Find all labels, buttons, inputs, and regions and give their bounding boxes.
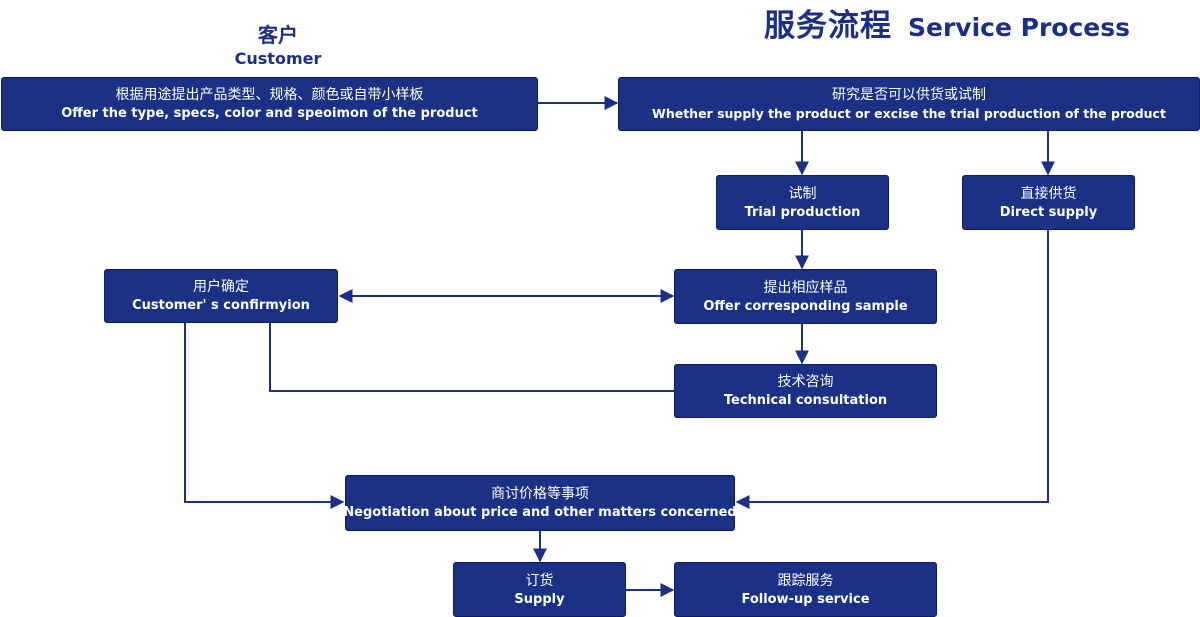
line-consult-to-confirm bbox=[269, 323, 675, 392]
customer-heading-en: Customer bbox=[234, 49, 322, 68]
node-consult-cn: 技术咨询 bbox=[777, 374, 834, 390]
node-sample-en: Offer corresponding sample bbox=[703, 298, 908, 314]
node-consult: 技术咨询 Technical consultation bbox=[674, 364, 937, 418]
node-research-en: Whether supply the product or excise the… bbox=[652, 106, 1166, 121]
node-trial-en: Trial production bbox=[744, 204, 861, 220]
node-consult-en: Technical consultation bbox=[723, 393, 888, 408]
node-direct-en: Direct supply bbox=[999, 204, 1098, 220]
node-supply-cn: 订货 bbox=[525, 572, 554, 589]
node-followup-en: Follow-up service bbox=[741, 591, 870, 607]
title-chinese: 服务流程 bbox=[764, 8, 892, 44]
node-request-en: Offer the type, specs, color and speoimo… bbox=[61, 106, 478, 121]
node-trial: 试制 Trial production bbox=[716, 175, 889, 230]
node-sample-cn: 提出相应样品 bbox=[763, 279, 848, 296]
node-followup: 跟踪服务 Follow-up service bbox=[674, 562, 937, 617]
node-confirm-en: Customer' s confirmyion bbox=[132, 298, 310, 313]
node-sample: 提出相应样品 Offer corresponding sample bbox=[674, 269, 937, 324]
node-request: 根据用途提出产品类型、规格、颜色或自带小样板 Offer the type, s… bbox=[1, 77, 538, 131]
node-request-cn: 根据用途提出产品类型、规格、颜色或自带小样板 bbox=[115, 87, 424, 103]
arrow-confirm-to-negotiate bbox=[184, 323, 345, 509]
node-negotiate-cn: 商讨价格等事项 bbox=[491, 486, 589, 502]
node-direct: 直接供货 Direct supply bbox=[962, 175, 1135, 230]
customer-heading: 客户 Customer bbox=[180, 22, 376, 70]
node-followup-cn: 跟踪服务 bbox=[777, 572, 834, 589]
node-trial-cn: 试制 bbox=[788, 185, 817, 202]
node-supply: 订货 Supply bbox=[453, 562, 626, 617]
node-direct-cn: 直接供货 bbox=[1020, 185, 1077, 202]
customer-heading-cn: 客户 bbox=[258, 23, 298, 47]
node-negotiate-en: Negotiation about price and other matter… bbox=[343, 505, 737, 520]
node-research: 研究是否可以供货或试制 Whether supply the product o… bbox=[618, 77, 1200, 131]
node-negotiate: 商讨价格等事项 Negotiation about price and othe… bbox=[343, 475, 737, 531]
node-supply-en: Supply bbox=[514, 591, 565, 607]
node-confirm: 用户确定 Customer' s confirmyion bbox=[104, 269, 338, 323]
node-confirm-cn: 用户确定 bbox=[193, 279, 249, 295]
node-research-cn: 研究是否可以供货或试制 bbox=[832, 87, 986, 103]
arrow-direct-to-negotiate bbox=[735, 230, 1049, 509]
title-english: Service Process bbox=[908, 13, 1130, 42]
page-title: 服务流程 Service Process bbox=[764, 0, 1200, 44]
